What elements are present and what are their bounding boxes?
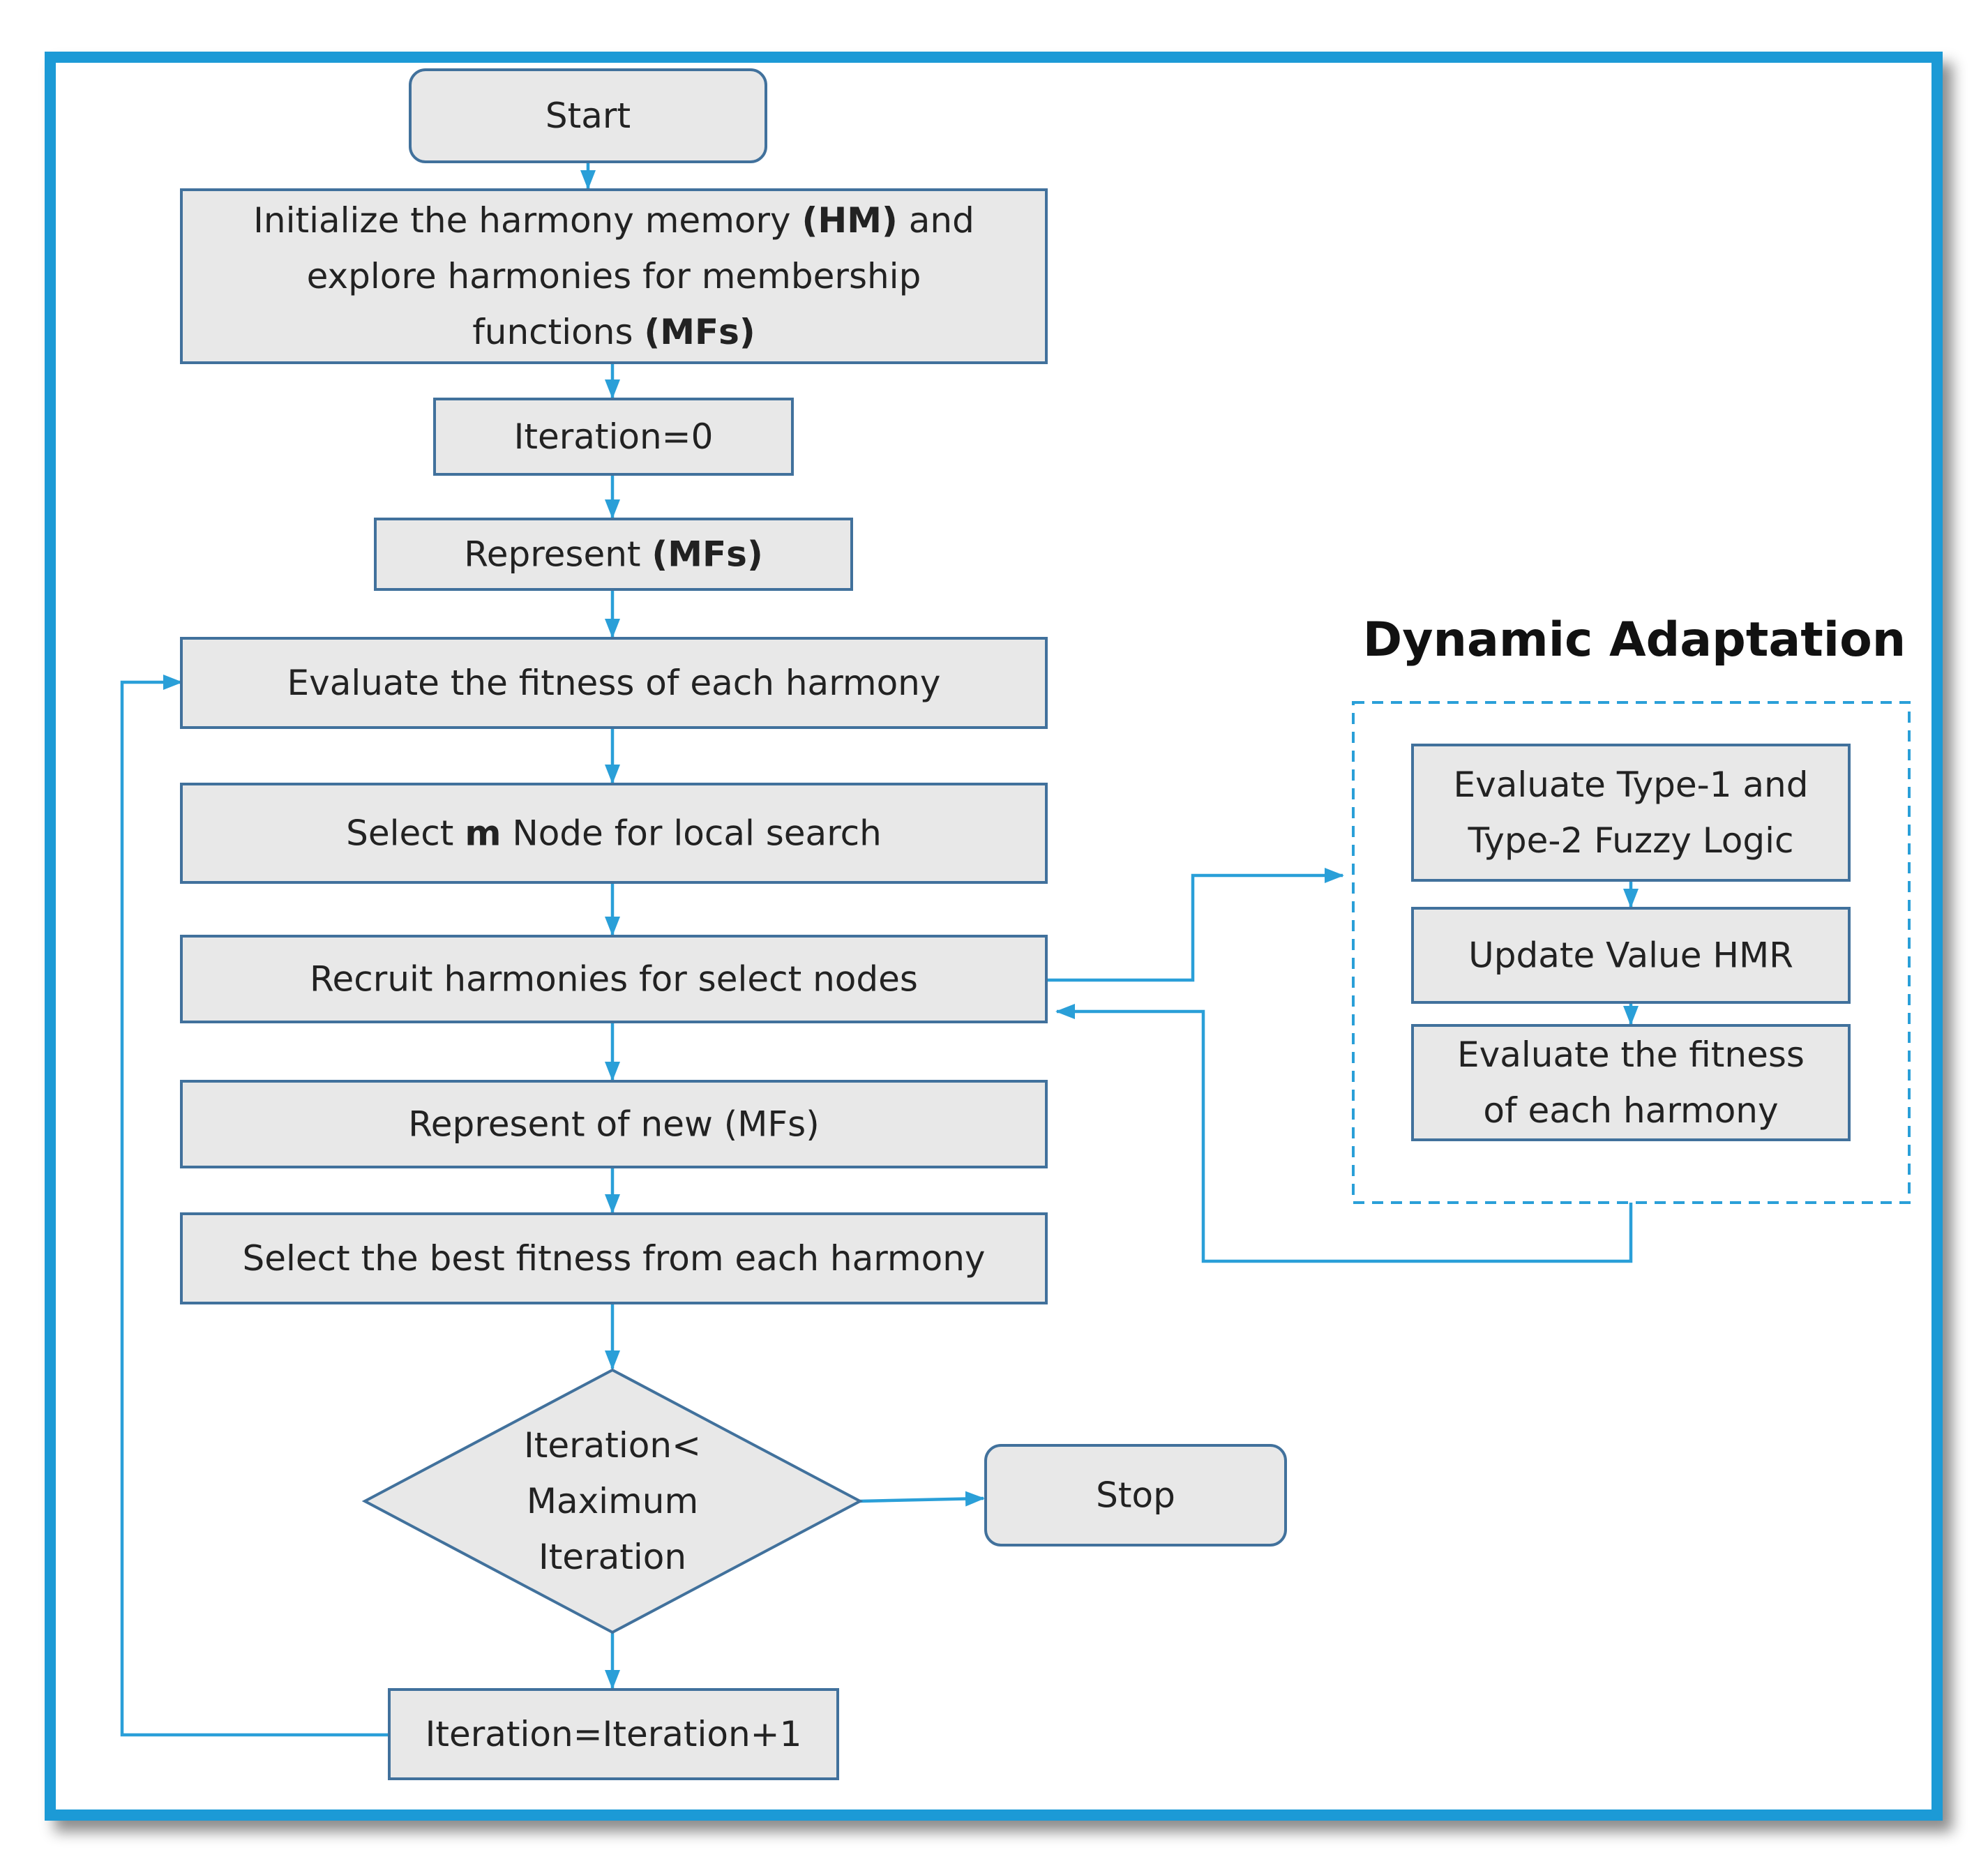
da-evaluate-fitness-box-text-run: Evaluate the fitness [1457, 1034, 1805, 1075]
arrow-loop-back-to-evaluate [120, 675, 389, 1737]
represent-mfs-box-text-run: Represent [464, 534, 652, 575]
update-hmr-box-label: Update Value HMR [1468, 935, 1793, 976]
connectors [120, 162, 1639, 1737]
iteration-zero-box-shape [433, 398, 794, 476]
evaluate-type1-type2-box-label: Type-2 Fuzzy Logic [1468, 820, 1794, 861]
recruit-harmonies-box-label: Recruit harmonies for select nodes [310, 959, 918, 1000]
init-harmony-memory-box-shape [180, 188, 1048, 364]
select-m-nodes-box-label: Select m Node for local search [346, 813, 882, 854]
select-best-fitness-box-shape [180, 1212, 1048, 1304]
iteration-increment-box: Iteration=Iteration+1 [388, 1688, 839, 1780]
represent-mfs-box: Represent (MFs) [374, 518, 853, 591]
represent-new-mfs-box-shape [180, 1080, 1048, 1168]
iteration-zero-box-text-run: Iteration=0 [514, 416, 714, 457]
init-harmony-memory-box: Initialize the harmony memory (HM) and ex… [180, 188, 1048, 364]
init-harmony-memory-box-text-run: and [898, 200, 974, 241]
da-evaluate-fitness-box-label: of each harmony [1483, 1090, 1778, 1131]
iteration-zero-box-label: Iteration=0 [514, 416, 714, 457]
init-harmony-memory-box-text-run: (MFs) [644, 312, 755, 352]
select-m-nodes-box-text-run: m [465, 813, 501, 854]
init-harmony-memory-box-label: functions (MFs) [472, 312, 755, 352]
da-evaluate-fitness-box-text-run: of each harmony [1483, 1090, 1778, 1131]
iteration-decision-shape [361, 1368, 864, 1634]
represent-new-mfs-box-text-run: Represent of new (MFs) [408, 1104, 820, 1145]
start-node-label: Start [545, 96, 631, 136]
select-best-fitness-box: Select the best fitness from each harmon… [180, 1212, 1048, 1304]
init-harmony-memory-box-text-run: explore harmonies for membership [307, 256, 921, 296]
start-node-shape [409, 68, 767, 163]
evaluate-fitness-box-shape [180, 637, 1048, 729]
select-m-nodes-box-shape [180, 783, 1048, 884]
represent-mfs-box-label: Represent (MFs) [464, 534, 763, 575]
recruit-harmonies-box-text-run: Recruit harmonies for select nodes [310, 959, 918, 1000]
represent-mfs-box-text-run: (MFs) [652, 534, 762, 575]
init-harmony-memory-box-label: Initialize the harmony memory (HM) and [253, 200, 974, 241]
arrow-decision-to-stop [859, 1491, 985, 1507]
represent-mfs-box-shape [374, 518, 853, 591]
represent-new-mfs-box-label: Represent of new (MFs) [408, 1104, 820, 1145]
evaluate-type1-type2-box-label: Evaluate Type-1 and [1454, 765, 1809, 805]
da-evaluate-fitness-box: Evaluate the fitness of each harmony [1411, 1024, 1851, 1141]
stop-node: Stop [984, 1444, 1287, 1547]
iteration-decision-text-run: Iteration [539, 1537, 686, 1577]
iteration-increment-box-text-run: Iteration=Iteration+1 [426, 1714, 802, 1754]
init-harmony-memory-box-text-run: (HM) [802, 200, 898, 241]
init-harmony-memory-box-text-run: functions [472, 312, 644, 352]
init-harmony-memory-box-text-run: Initialize the harmony memory [253, 200, 801, 241]
da-evaluate-fitness-box-shape [1411, 1024, 1851, 1141]
select-m-nodes-box-text-run: Select [346, 813, 465, 854]
represent-new-mfs-box: Represent of new (MFs) [180, 1080, 1048, 1168]
iteration-decision-label: Iteration [539, 1537, 686, 1577]
select-m-nodes-box: Select m Node for local search [180, 783, 1048, 884]
stop-node-shape [984, 1444, 1287, 1547]
arrow-adaptation-to-recruit [1055, 1004, 1633, 1263]
init-harmony-memory-box-label: explore harmonies for membership [307, 256, 921, 296]
evaluate-type1-type2-box-text-run: Evaluate Type-1 and [1454, 765, 1809, 805]
recruit-harmonies-box-shape [180, 935, 1048, 1023]
iteration-increment-box-shape [388, 1688, 839, 1780]
evaluate-type1-type2-box-text-run: Type-2 Fuzzy Logic [1468, 820, 1794, 861]
evaluate-fitness-box-text-run: Evaluate the fitness of each harmony [287, 663, 941, 703]
select-best-fitness-box-label: Select the best fitness from each harmon… [243, 1238, 986, 1279]
update-hmr-box-text-run: Update Value HMR [1468, 935, 1793, 976]
select-best-fitness-box-text-run: Select the best fitness from each harmon… [243, 1238, 986, 1279]
iteration-decision-text-run: Maximum [527, 1481, 698, 1521]
stop-node-label: Stop [1096, 1475, 1175, 1516]
iteration-decision-text-run: Iteration< [524, 1425, 701, 1466]
recruit-harmonies-box: Recruit harmonies for select nodes [180, 935, 1048, 1023]
iteration-decision-label: Maximum [527, 1481, 698, 1521]
start-node: Start [409, 68, 767, 163]
stop-node-text-run: Stop [1096, 1475, 1175, 1516]
select-m-nodes-box-text-run: Node for local search [501, 813, 881, 854]
start-node-text-run: Start [545, 96, 631, 136]
evaluate-type1-type2-box-shape [1411, 744, 1851, 882]
evaluate-fitness-box-label: Evaluate the fitness of each harmony [287, 663, 941, 703]
update-hmr-box: Update Value HMR [1411, 907, 1851, 1004]
update-hmr-box-shape [1411, 907, 1851, 1004]
iteration-zero-box: Iteration=0 [433, 398, 794, 476]
arrow-recruit-to-adaptation [1046, 868, 1344, 982]
iteration-increment-box-label: Iteration=Iteration+1 [426, 1714, 802, 1754]
dynamic-adaptation-title: Dynamic Adaptation [1363, 612, 1906, 668]
da-evaluate-fitness-box-label: Evaluate the fitness [1457, 1034, 1805, 1075]
iteration-decision-label: Iteration< [524, 1425, 701, 1466]
evaluate-fitness-box: Evaluate the fitness of each harmony [180, 637, 1048, 729]
